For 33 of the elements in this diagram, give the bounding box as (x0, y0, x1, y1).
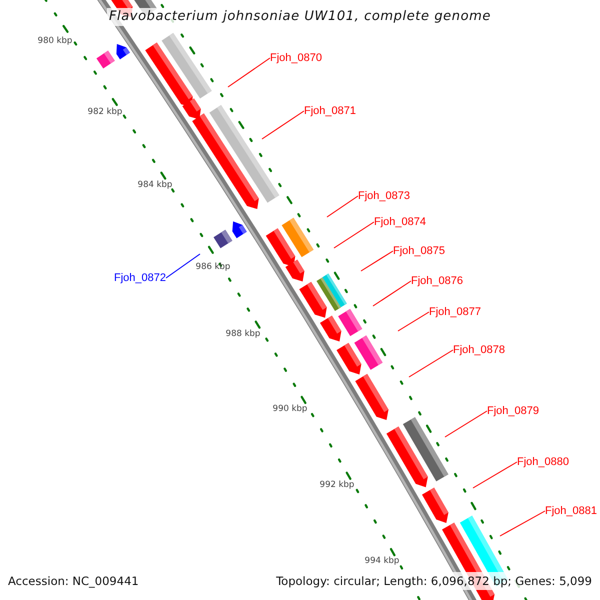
gene-label: Fjoh_0873 (358, 190, 410, 202)
leader-line (472, 462, 518, 488)
gene-label: Fjoh_0870 (270, 52, 322, 64)
gene-label: Fjoh_0874 (374, 216, 426, 228)
scale-label: 994 kbp (364, 556, 400, 566)
scale-label: 988 kbp (226, 329, 260, 339)
scale-label: 982 kbp (88, 107, 122, 117)
leader-line (334, 222, 374, 248)
leader-line (360, 250, 394, 272)
gene-label: Fjoh_0877 (429, 306, 481, 318)
scale-label: 980 kbp (38, 36, 72, 46)
leader-line (166, 254, 200, 278)
scale-label: 986 kbp (196, 262, 230, 272)
gene-label: Fjoh_0880 (517, 456, 569, 468)
gene-label: Fjoh_0879 (487, 404, 539, 418)
leader-line (228, 58, 270, 88)
leader-line (372, 280, 412, 306)
gene-label: Fjoh_0878 (453, 344, 505, 356)
leader-line (408, 350, 454, 378)
scale-label: 984 kbp (138, 180, 172, 190)
leader-line (398, 312, 430, 332)
gene-label: Fjoh_0871 (304, 104, 356, 118)
leader-line (262, 110, 304, 140)
gene-label: Fjoh_0881 (545, 504, 597, 518)
leader-line (326, 196, 358, 218)
gene-label: Fjoh_0876 (411, 274, 463, 288)
scale-label: 990 kbp (272, 404, 308, 414)
leader-line (500, 510, 546, 536)
leader-line (444, 410, 488, 438)
genome-info-text: Topology: circular; Length: 6,096,872 bp; Genes: 5,099 (276, 572, 592, 590)
gene-label: Fjoh_0875 (393, 244, 445, 258)
gene-label: Fjoh_0872 (114, 272, 166, 284)
scale-label: 992 kbp (320, 480, 354, 490)
